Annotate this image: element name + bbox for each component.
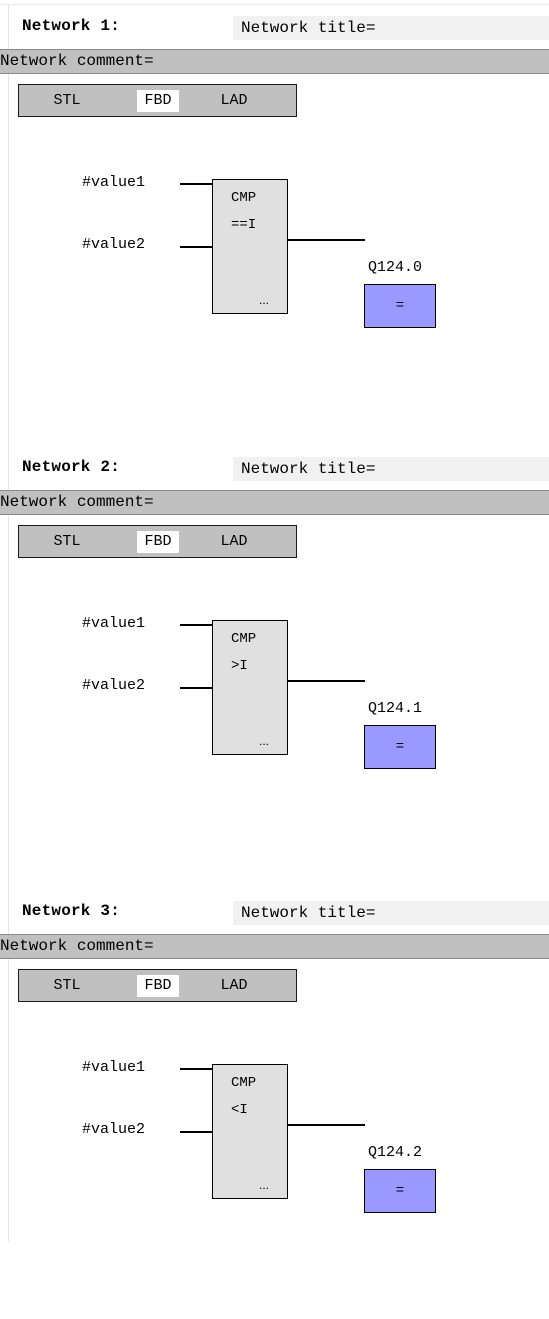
- network-2: Network 2: Network title= Network commen…: [0, 455, 549, 875]
- network-3: Network 3: Network title= Network commen…: [0, 899, 549, 1319]
- input-wire-1: [180, 1068, 212, 1070]
- fbd-diagram: #value1 #value2 CMP ==I ... Q124.0 =: [0, 119, 549, 328]
- language-tabs: STL FBD LAD: [18, 525, 297, 558]
- language-tabs: STL FBD LAD: [18, 84, 297, 117]
- top-border: [0, 4, 549, 5]
- tab-fbd[interactable]: FBD: [137, 531, 179, 553]
- tab-stl[interactable]: STL: [53, 977, 81, 994]
- tab-fbd[interactable]: FBD: [137, 90, 179, 112]
- tab-stl[interactable]: STL: [53, 92, 81, 109]
- network-header: Network 2: Network title=: [0, 455, 549, 483]
- block-name: CMP: [231, 1075, 257, 1091]
- tab-lad[interactable]: LAD: [220, 533, 248, 550]
- tab-fbd[interactable]: FBD: [137, 975, 179, 997]
- input-value1[interactable]: #value1: [82, 1059, 146, 1076]
- block-name: CMP: [231, 631, 257, 647]
- compare-block[interactable]: CMP <I ...: [212, 1064, 288, 1199]
- network-label: Network 1:: [22, 17, 121, 35]
- input-wire-2: [180, 246, 212, 248]
- input-wire-1: [180, 624, 212, 626]
- input-wire-1: [180, 183, 212, 185]
- input-wire-2: [180, 687, 212, 689]
- network-1: Network 1: Network title= Network commen…: [0, 14, 549, 434]
- compare-block[interactable]: CMP >I ...: [212, 620, 288, 755]
- assign-coil[interactable]: =: [364, 725, 436, 769]
- network-header: Network 1: Network title=: [0, 14, 549, 42]
- output-address[interactable]: Q124.1: [368, 700, 423, 717]
- network-header: Network 3: Network title=: [0, 899, 549, 927]
- block-operator: <I: [231, 1102, 248, 1118]
- tab-lad[interactable]: LAD: [220, 977, 248, 994]
- input-value1[interactable]: #value1: [82, 615, 146, 632]
- output-address[interactable]: Q124.2: [368, 1144, 423, 1161]
- assign-coil[interactable]: =: [364, 1169, 436, 1213]
- output-wire: [288, 239, 365, 241]
- network-title-field[interactable]: Network title=: [233, 457, 549, 481]
- block-name: CMP: [231, 190, 257, 206]
- block-operator: ==I: [231, 217, 257, 233]
- input-value2[interactable]: #value2: [82, 236, 146, 253]
- block-more-pins[interactable]: ...: [259, 734, 270, 748]
- assign-coil[interactable]: =: [364, 284, 436, 328]
- output-address[interactable]: Q124.0: [368, 259, 423, 276]
- block-operator: >I: [231, 658, 248, 674]
- network-comment-field[interactable]: Network comment=: [0, 490, 549, 515]
- output-wire: [288, 1124, 365, 1126]
- output-wire: [288, 680, 365, 682]
- network-label: Network 3:: [22, 902, 121, 920]
- left-border: [8, 4, 9, 1242]
- input-wire-2: [180, 1131, 212, 1133]
- network-title-field[interactable]: Network title=: [233, 16, 549, 40]
- compare-block[interactable]: CMP ==I ...: [212, 179, 288, 314]
- network-title-field[interactable]: Network title=: [233, 901, 549, 925]
- network-comment-field[interactable]: Network comment=: [0, 49, 549, 74]
- input-value1[interactable]: #value1: [82, 174, 146, 191]
- language-tabs: STL FBD LAD: [18, 969, 297, 1002]
- network-label: Network 2:: [22, 458, 121, 476]
- network-comment-field[interactable]: Network comment=: [0, 934, 549, 959]
- block-more-pins[interactable]: ...: [259, 293, 270, 307]
- input-value2[interactable]: #value2: [82, 677, 146, 694]
- tab-stl[interactable]: STL: [53, 533, 81, 550]
- block-more-pins[interactable]: ...: [259, 1178, 270, 1192]
- input-value2[interactable]: #value2: [82, 1121, 146, 1138]
- tab-lad[interactable]: LAD: [220, 92, 248, 109]
- fbd-diagram: #value1 #value2 CMP <I ... Q124.2 =: [0, 1004, 549, 1213]
- fbd-diagram: #value1 #value2 CMP >I ... Q124.1 =: [0, 560, 549, 769]
